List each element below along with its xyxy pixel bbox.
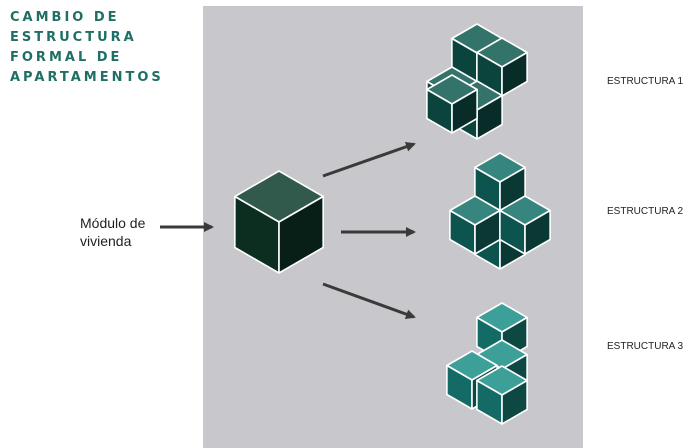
title-line-2: ESTRUCTURA [10, 30, 137, 45]
module-label-line-2: vivienda [80, 233, 132, 249]
structure-2-cube [449, 195, 501, 255]
structure-3-cube-right-face [501, 379, 528, 425]
module-label: Módulo de vivienda [80, 214, 145, 250]
structure-2-label: ESTRUCTURA 2 [607, 206, 684, 217]
module-label-line-1: Módulo de [80, 215, 146, 231]
title-line-3: FORMAL DE [10, 50, 123, 65]
arrow-to-structure-1 [322, 141, 416, 178]
structure-2-cube-right-face [524, 209, 551, 255]
module-cube-block [234, 170, 324, 274]
structure-1-cube-right-face [501, 51, 528, 97]
structure-2-cubes [449, 152, 551, 270]
title-line-4: APARTAMENTOS [10, 70, 164, 85]
structure-2-cube [499, 195, 551, 255]
structure-1-cube-right-face [451, 88, 478, 134]
structure-3-label: ESTRUCTURA 3 [607, 341, 684, 352]
structure-1-cube [426, 74, 478, 134]
arrow-to-structure-3 [322, 282, 416, 319]
module-cube-block-right-face [278, 195, 324, 274]
structure-3-cubes [446, 302, 528, 425]
structure-1-cubes [426, 23, 528, 140]
title-line-1: CAMBIO DE [10, 10, 120, 25]
module-cube [234, 170, 324, 274]
structure-1-cube-right-face [476, 94, 503, 140]
diagram-title: CAMBIO DE ESTRUCTURA FORMAL DE APARTAMEN… [10, 8, 164, 88]
structure-3-cube [476, 365, 528, 425]
structure-1-label: ESTRUCTURA 1 [607, 76, 684, 87]
